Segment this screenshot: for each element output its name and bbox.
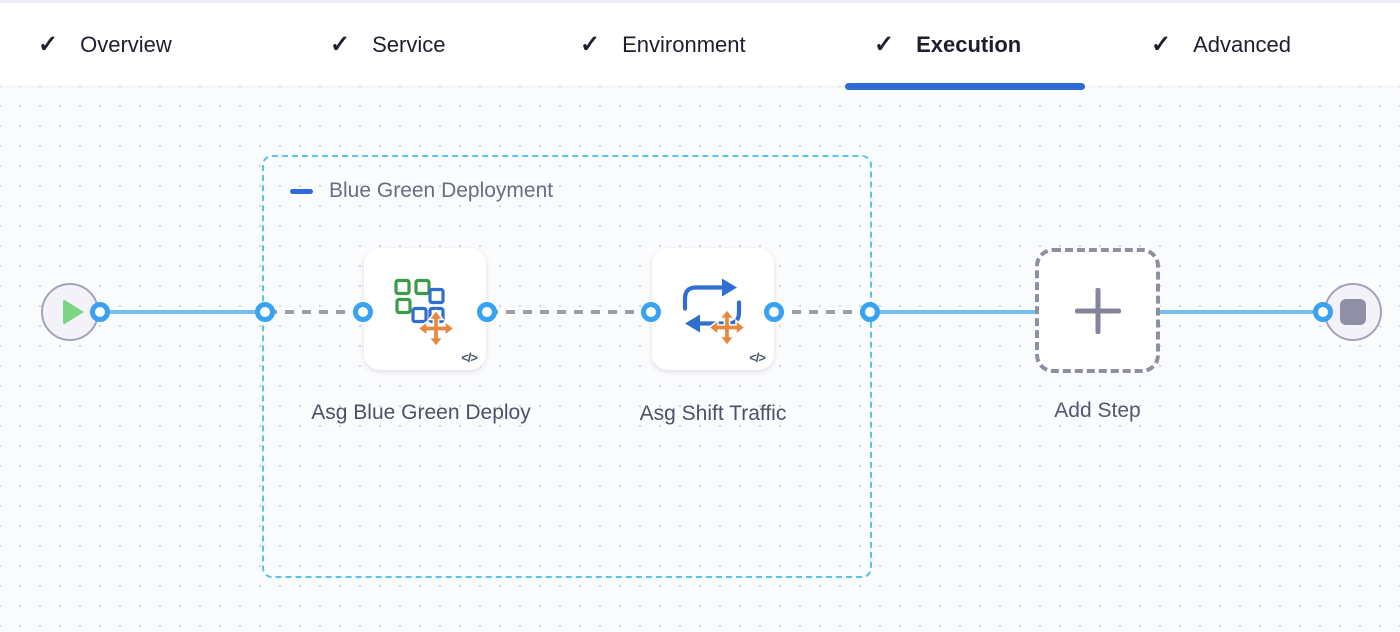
- check-icon: ✓: [330, 30, 351, 58]
- stop-icon: [1340, 299, 1366, 325]
- tab-label: Service: [372, 31, 446, 57]
- check-icon: ✓: [1151, 30, 1172, 58]
- edge-step2-to-group-exit: [775, 310, 872, 314]
- step-node-asg-blue-green-deploy[interactable]: </>: [364, 248, 486, 370]
- add-step-node[interactable]: [1035, 248, 1160, 373]
- start-node[interactable]: [41, 283, 99, 341]
- port-group-in[interactable]: [255, 302, 275, 322]
- execution-graph-canvas[interactable]: Blue Green Deployment: [0, 86, 1400, 632]
- pipeline-studio-tabbar: ✓ Overview ✓ Service ✓ Environment ✓ Exe…: [0, 3, 1400, 90]
- code-badge-icon[interactable]: </>: [461, 350, 478, 365]
- tab-label: Environment: [622, 31, 746, 57]
- port-step2-in[interactable]: [641, 302, 661, 322]
- tab-advanced[interactable]: ✓ Advanced: [1151, 3, 1291, 86]
- tab-environment[interactable]: ✓ Environment: [580, 3, 746, 86]
- asg-shift-traffic-icon: [682, 278, 746, 347]
- step-node-asg-shift-traffic[interactable]: </>: [652, 248, 774, 370]
- edge-step1-to-step2: [489, 310, 652, 314]
- asg-blue-green-deploy-icon: [394, 278, 455, 348]
- edge-start-to-group: [100, 310, 270, 314]
- port-start-out[interactable]: [90, 302, 110, 322]
- port-end-in[interactable]: [1313, 302, 1333, 322]
- port-group-out[interactable]: [860, 302, 880, 322]
- edge-group-to-step1: [268, 310, 365, 314]
- step-label-asg-shift-traffic: Asg Shift Traffic: [639, 402, 787, 425]
- top-divider: [0, 0, 1400, 3]
- tab-label: Advanced: [1193, 31, 1291, 57]
- check-icon: ✓: [38, 30, 59, 58]
- port-step1-out[interactable]: [477, 302, 497, 322]
- play-icon: [62, 299, 84, 325]
- edge-addstep-to-end: [1159, 310, 1325, 314]
- port-step2-out[interactable]: [764, 302, 784, 322]
- port-step1-in[interactable]: [353, 302, 373, 322]
- check-icon: ✓: [580, 30, 601, 58]
- tab-label: Execution: [916, 31, 1022, 57]
- active-tab-indicator: [845, 83, 1085, 90]
- add-step-label: Add Step: [1054, 399, 1141, 422]
- tab-overview[interactable]: ✓ Overview: [38, 3, 172, 86]
- plus-icon: [1075, 288, 1121, 334]
- tab-label: Overview: [80, 31, 172, 57]
- tab-execution[interactable]: ✓ Execution: [874, 3, 1021, 86]
- end-node[interactable]: [1324, 283, 1382, 341]
- check-icon: ✓: [874, 30, 895, 58]
- tab-service[interactable]: ✓ Service: [330, 3, 445, 86]
- step-group-title: Blue Green Deployment: [329, 179, 554, 202]
- step-group-header[interactable]: Blue Green Deployment: [290, 179, 553, 203]
- edge-group-to-addstep: [870, 310, 1036, 314]
- code-badge-icon[interactable]: </>: [749, 350, 766, 365]
- step-label-asg-blue-green-deploy: Asg Blue Green Deploy: [311, 401, 531, 424]
- minus-icon[interactable]: [290, 188, 313, 194]
- step-group-blue-green-deployment[interactable]: Blue Green Deployment: [262, 155, 872, 578]
